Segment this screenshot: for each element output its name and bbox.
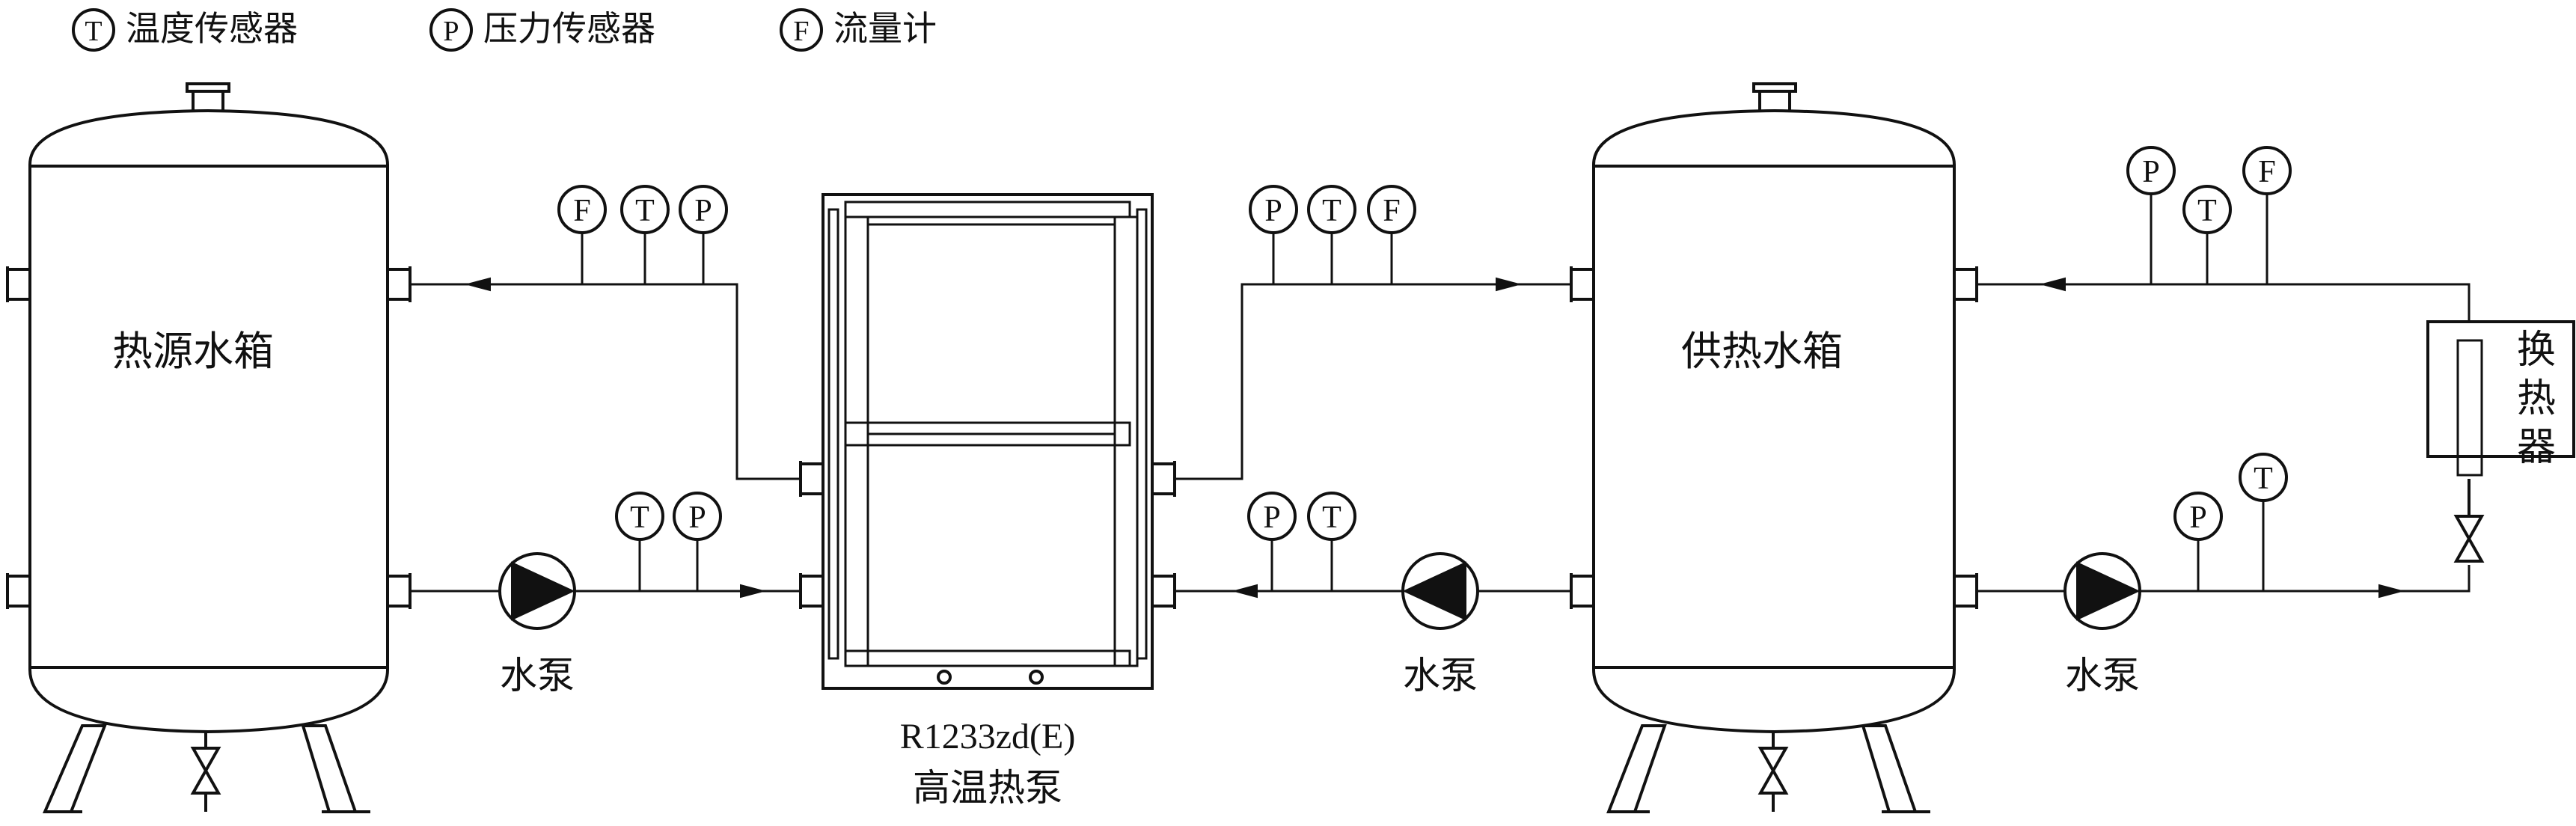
tank-leg-right bbox=[1861, 724, 1918, 813]
pump-nozzle-left-upper bbox=[799, 462, 824, 495]
temperature-sensor-icon bbox=[620, 185, 670, 234]
tank-nozzle-left-lower bbox=[1570, 575, 1595, 608]
sensor-group-source-out: F T P bbox=[557, 185, 728, 284]
heat-exchanger-label-1: 换 bbox=[2517, 328, 2556, 373]
legend-symbol: T bbox=[85, 16, 102, 47]
heat-exchanger-label-3: 器 bbox=[2517, 425, 2556, 470]
temperature-sensor-icon bbox=[615, 492, 664, 541]
temperature-sensor-icon bbox=[1307, 185, 1356, 234]
pump-label: 水泵 bbox=[500, 654, 575, 697]
tank-nozzle-right-upper bbox=[386, 268, 412, 301]
legend-item-temperature: T 温度传感器 bbox=[72, 8, 298, 52]
heat-pump-frame bbox=[822, 193, 1154, 690]
sensor-symbol: P bbox=[694, 194, 712, 228]
heat-source-tank: 热源水箱 bbox=[6, 82, 412, 813]
heat-exchanger: 换 热 器 bbox=[2426, 320, 2575, 563]
legend: T 温度传感器 P 压力传感器 F 流量计 bbox=[72, 8, 937, 52]
tank-nozzle-right-upper bbox=[1953, 268, 1978, 301]
heat-pump-unit: R1233zd(E) 高温热泵 bbox=[799, 193, 1176, 810]
water-pump-1: 水泵 bbox=[498, 552, 576, 697]
tank-body bbox=[28, 108, 389, 734]
pump-nozzle-right-lower bbox=[1151, 575, 1176, 608]
pressure-sensor-icon bbox=[429, 8, 473, 52]
drain-valve-icon bbox=[190, 732, 221, 812]
legend-item-pressure: P 压力传感器 bbox=[429, 8, 655, 52]
pump-nozzle-left-lower bbox=[799, 575, 824, 608]
water-pump-2: 水泵 bbox=[1401, 552, 1479, 697]
sensor-group-supply-out: P T bbox=[1247, 492, 1356, 591]
pressure-sensor-icon bbox=[2173, 492, 2223, 541]
legend-symbol: P bbox=[443, 16, 459, 47]
tank-legs bbox=[42, 724, 370, 813]
tank-nozzle-left-lower bbox=[6, 575, 31, 608]
legend-symbol: F bbox=[793, 16, 809, 47]
sensor-symbol: F bbox=[1383, 194, 1400, 228]
sensor-symbol: P bbox=[1263, 501, 1280, 535]
sensor-symbol: F bbox=[573, 194, 590, 228]
heat-exchanger-box bbox=[2426, 320, 2575, 458]
tank-nozzle-right-lower bbox=[386, 575, 412, 608]
pressure-sensor-icon bbox=[679, 185, 728, 234]
sensor-symbol: T bbox=[2254, 462, 2273, 496]
pressure-sensor-icon bbox=[1249, 185, 1298, 234]
flow-meter-icon bbox=[1367, 185, 1416, 234]
drain-valve-icon bbox=[1757, 732, 1789, 812]
temperature-sensor-icon bbox=[72, 8, 115, 52]
tank-nozzle-left-upper bbox=[1570, 268, 1595, 301]
temperature-sensor-icon bbox=[2182, 185, 2232, 234]
sensor-symbol: T bbox=[635, 194, 655, 228]
pressure-sensor-icon bbox=[1247, 492, 1297, 541]
sensor-symbol: F bbox=[2258, 155, 2275, 189]
sensor-group-loop-out: P T bbox=[2173, 453, 2288, 591]
sensor-symbol: P bbox=[688, 501, 706, 535]
valve-icon bbox=[2453, 479, 2485, 563]
temperature-sensor-icon bbox=[1307, 492, 1356, 541]
water-pump-3: 水泵 bbox=[2063, 552, 2141, 697]
pressure-sensor-icon bbox=[673, 492, 722, 541]
flow-meter-icon bbox=[557, 185, 607, 234]
pressure-sensor-icon bbox=[2126, 146, 2176, 195]
tank-leg-left bbox=[42, 724, 107, 813]
tank-label: 供热水箱 bbox=[1681, 328, 1843, 375]
sensor-symbol: T bbox=[1322, 501, 1341, 535]
heat-pump-name: 高温热泵 bbox=[913, 766, 1062, 810]
sensor-symbol: T bbox=[630, 501, 649, 535]
sensor-symbol: P bbox=[2189, 501, 2206, 535]
pump-nozzle-right-upper bbox=[1151, 462, 1176, 495]
sensor-group-loop-return: P T F bbox=[2126, 146, 2292, 284]
tank-body bbox=[1592, 108, 1956, 734]
sensor-symbol: P bbox=[1264, 194, 1282, 228]
flow-meter-icon bbox=[2242, 146, 2292, 195]
pipes bbox=[410, 277, 2471, 599]
heat-supply-tank: 供热水箱 bbox=[1570, 82, 1978, 813]
tank-nozzle-right-lower bbox=[1953, 575, 1978, 608]
heat-pump-model: R1233zd(E) bbox=[900, 717, 1076, 756]
flow-meter-icon bbox=[780, 8, 823, 52]
sensor-symbol: T bbox=[2197, 194, 2217, 228]
legend-label: 流量计 bbox=[833, 8, 937, 49]
heat-exchanger-label-2: 热 bbox=[2517, 376, 2556, 421]
legend-item-flow: F 流量计 bbox=[780, 8, 937, 52]
tank-label: 热源水箱 bbox=[112, 328, 274, 375]
sensor-group-source-in: T P bbox=[615, 492, 722, 591]
tank-nozzle-left-upper bbox=[6, 268, 31, 301]
tank-leg-right bbox=[301, 724, 358, 813]
legend-label: 温度传感器 bbox=[126, 8, 298, 49]
sensor-symbol: T bbox=[1322, 194, 1341, 228]
temperature-sensor-icon bbox=[2239, 453, 2288, 502]
sensor-symbol: P bbox=[2142, 155, 2159, 189]
pump-label: 水泵 bbox=[2065, 654, 2140, 697]
legend-label: 压力传感器 bbox=[483, 8, 655, 49]
sensor-group-supply-in: P T F bbox=[1249, 185, 1416, 284]
tank-leg-left bbox=[1606, 724, 1667, 813]
pump-label: 水泵 bbox=[1403, 654, 1478, 697]
